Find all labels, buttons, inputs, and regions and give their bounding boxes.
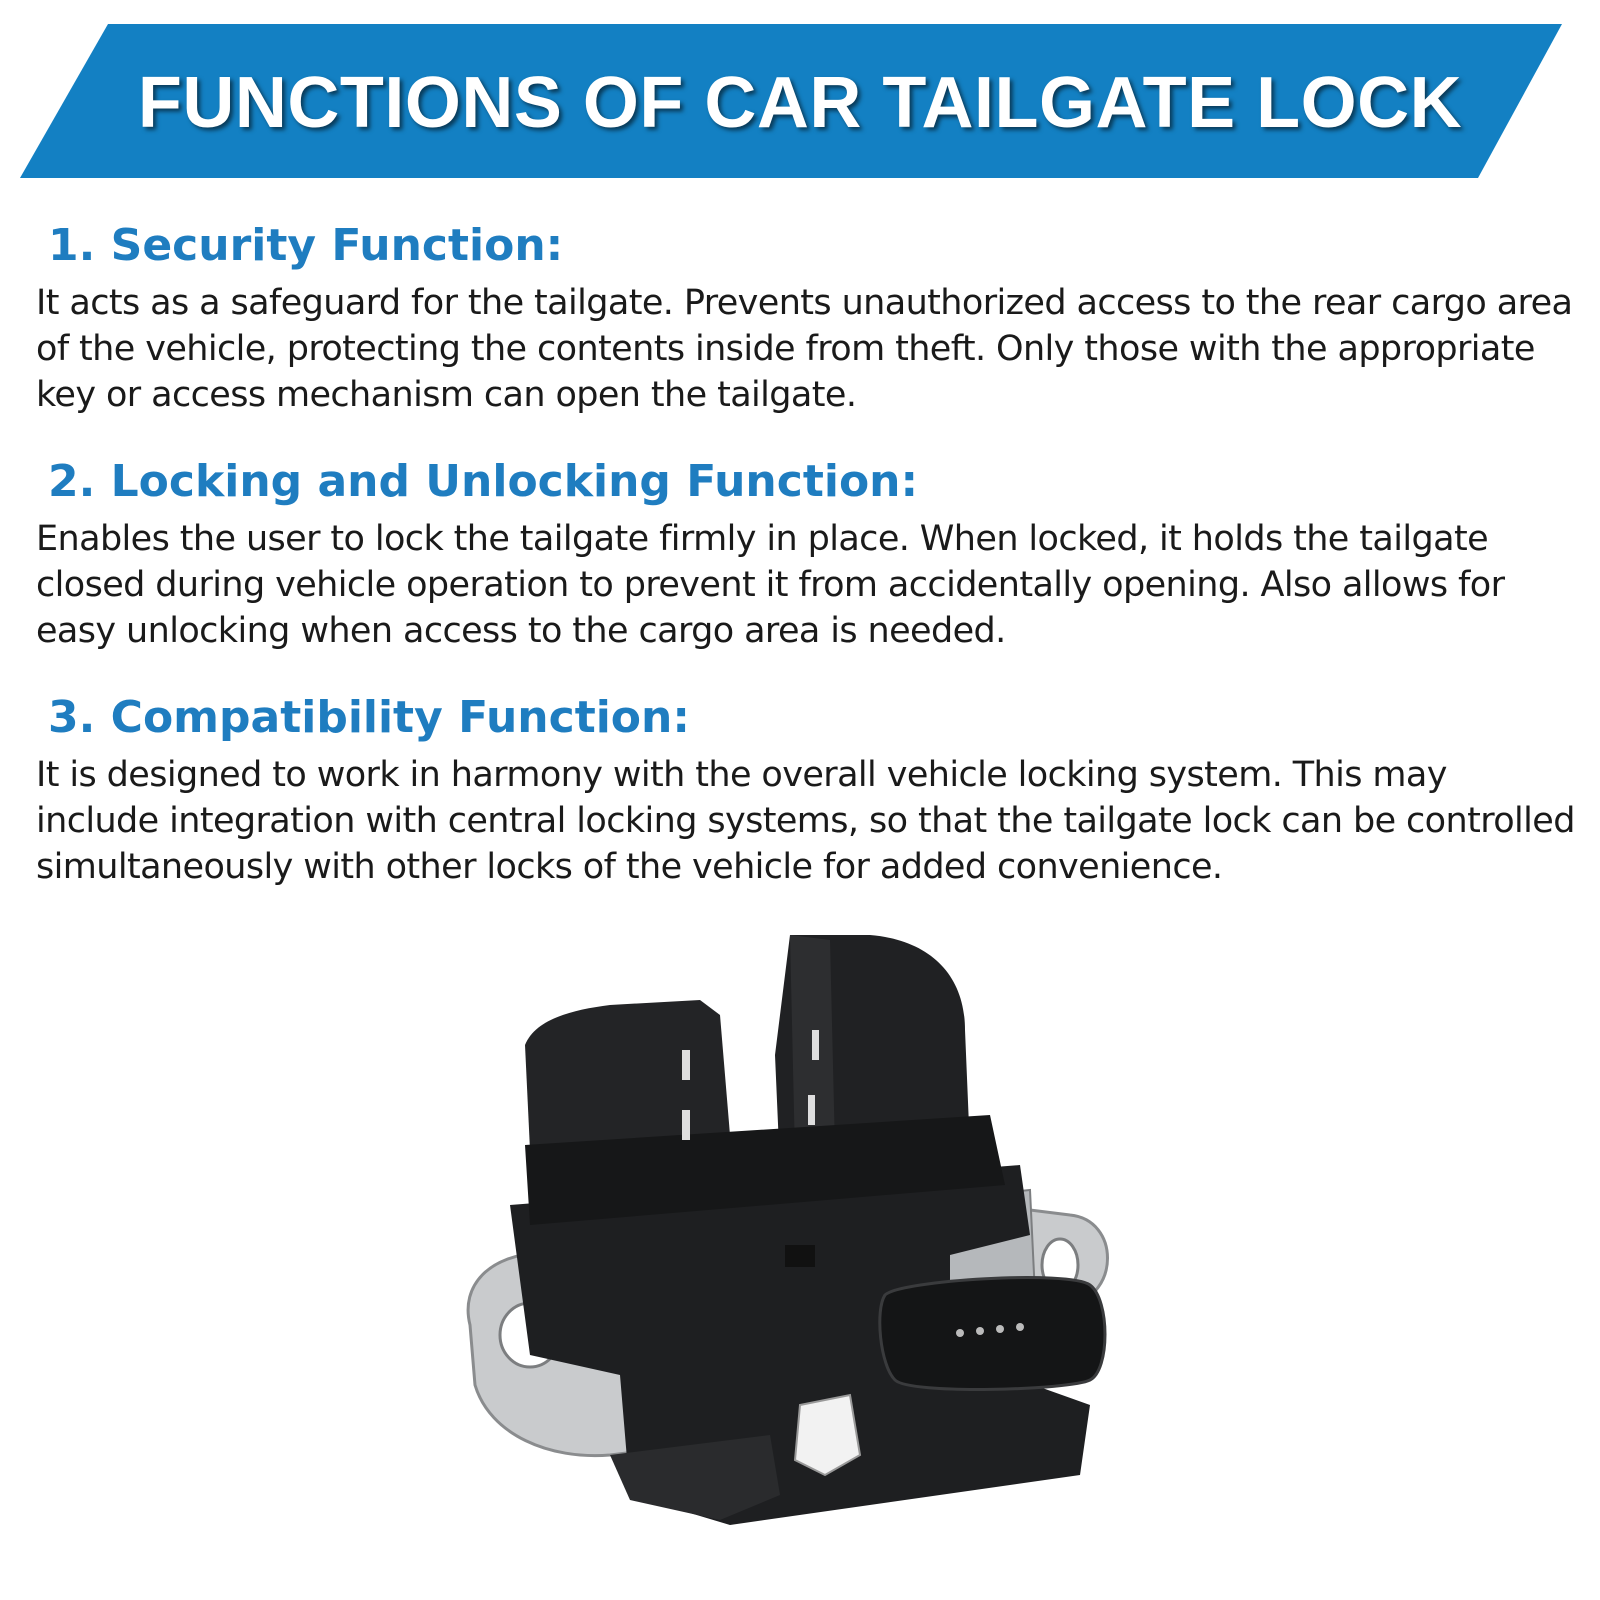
section-locking: 2. Locking and Unlocking Function: Enabl… [36, 454, 1576, 654]
title-banner: FUNCTIONS OF CAR TAILGATE LOCK [0, 0, 1600, 200]
section-heading: 3. Compatibility Function: [48, 692, 690, 743]
section-security: 1. Security Function: It acts as a safeg… [36, 218, 1576, 418]
section-body: It is designed to work in harmony with t… [36, 755, 1575, 887]
page-title: FUNCTIONS OF CAR TAILGATE LOCK [137, 63, 1463, 143]
tailgate-lock-actuator-icon [466, 935, 1109, 1525]
sections-list: 1. Security Function: It acts as a safeg… [36, 218, 1576, 926]
section-heading: 2. Locking and Unlocking Function: [48, 456, 919, 507]
section-heading: 1. Security Function: [48, 220, 564, 271]
section-body: Enables the user to lock the tailgate fi… [36, 519, 1505, 651]
banner-background [20, 24, 1562, 178]
product-image [430, 935, 1130, 1565]
section-compatibility: 3. Compatibility Function: It is designe… [36, 690, 1576, 890]
section-body: It acts as a safeguard for the tailgate.… [36, 283, 1573, 415]
